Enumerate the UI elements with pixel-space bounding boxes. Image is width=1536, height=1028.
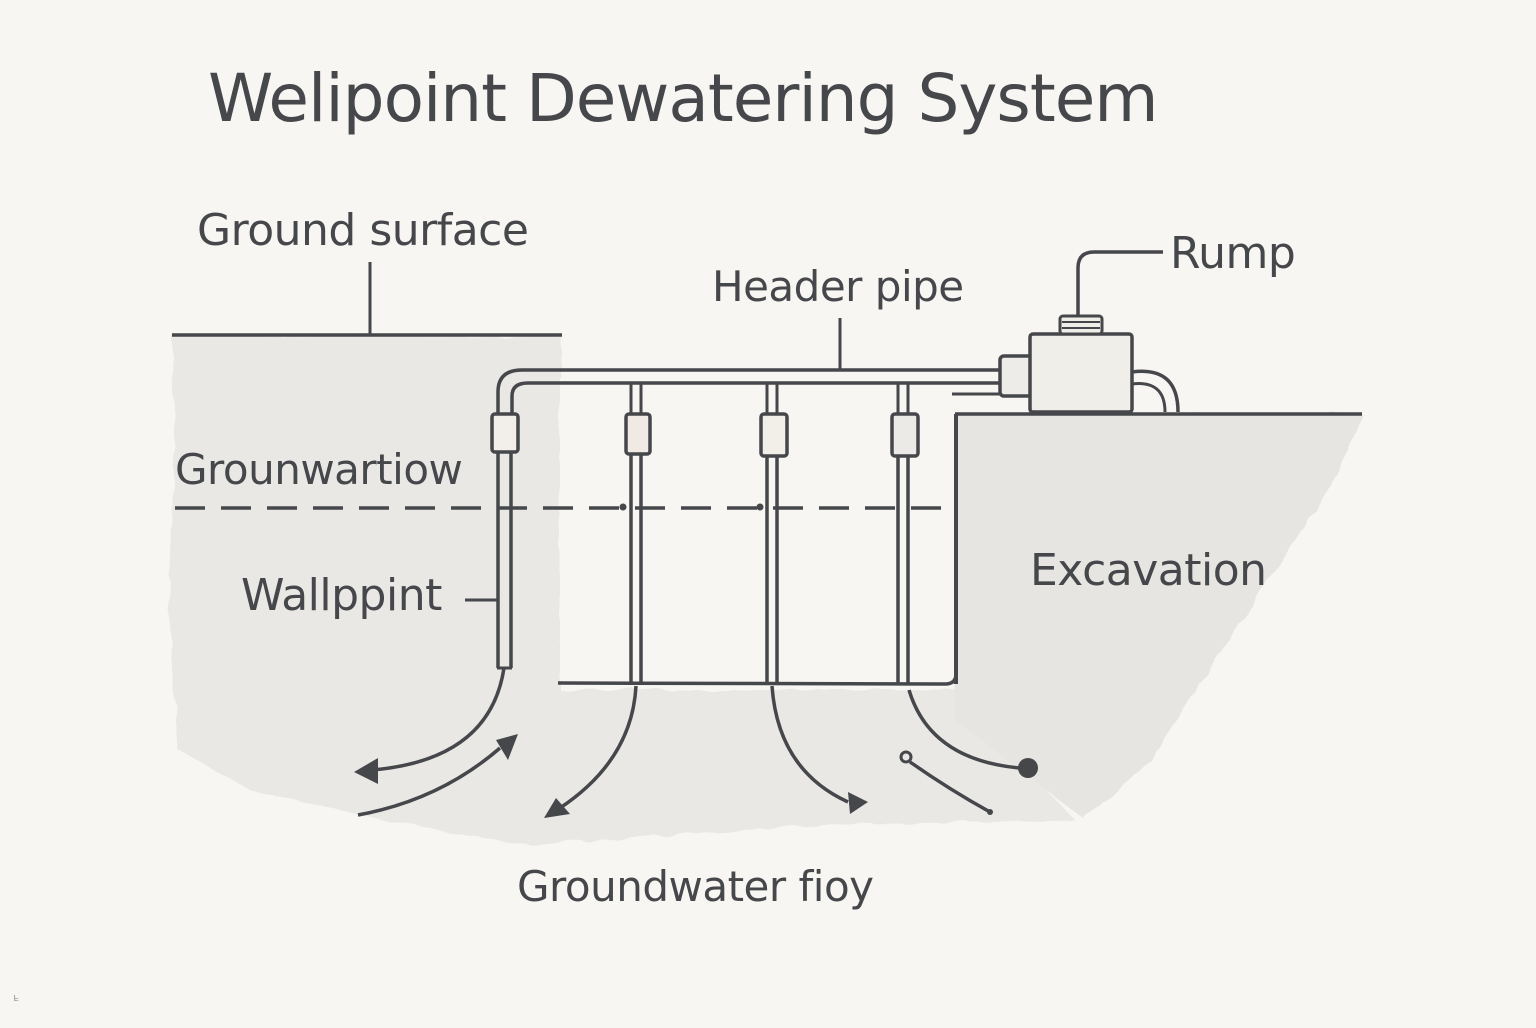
label-groundwater-flow: Groundwater fioy [517, 862, 874, 911]
header-pipe-inner [510, 381, 1000, 420]
water-table-dot [619, 503, 627, 511]
flow-arrow-6 [899, 750, 993, 815]
corner-mark: ᖶ [14, 994, 19, 1003]
excavation-floor [557, 673, 958, 686]
wellpoint-3 [759, 383, 789, 684]
label-groundwater-table: Grounwartiow [175, 445, 463, 494]
flow-arrow-5 [907, 689, 1038, 778]
soil-left-region [168, 336, 1075, 845]
label-pump: Rump [1170, 228, 1296, 279]
wellpoint-2 [624, 383, 652, 684]
flow-arrow-2 [357, 734, 518, 817]
header-pipe-outer [496, 368, 1000, 420]
wellpoint-1 [490, 412, 520, 670]
label-excavation: Excavation [1030, 545, 1267, 596]
label-ground-surface: Ground surface [197, 205, 529, 256]
label-header-pipe: Header pipe [712, 262, 964, 311]
wellpoint-4 [890, 383, 920, 684]
flow-arrow-3 [544, 685, 638, 818]
flow-arrow-1 [354, 667, 506, 784]
pump [952, 314, 1180, 414]
excavation-region [955, 414, 1362, 820]
label-wellpoint: Wallppint [241, 570, 442, 621]
pump-leader [1076, 250, 1163, 316]
diagram-title: Welipoint Dewatering System [208, 60, 1159, 137]
flow-arrow-4 [770, 685, 868, 814]
water-table-dot [756, 503, 764, 511]
